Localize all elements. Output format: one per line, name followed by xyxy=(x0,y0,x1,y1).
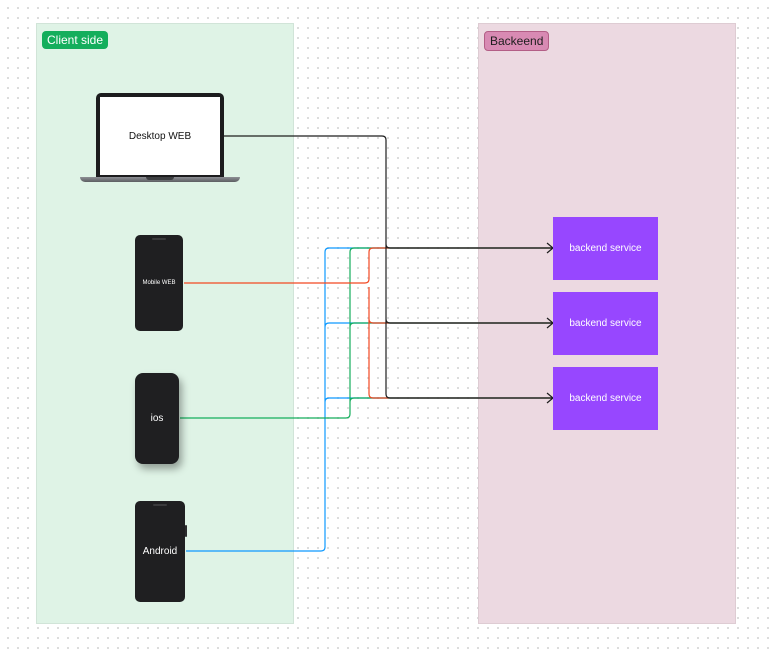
backend-service-1: backend service xyxy=(553,217,658,280)
laptop-screen-frame: Desktop WEB xyxy=(96,93,224,177)
phone-speaker xyxy=(153,504,167,506)
client-side-label: Client side xyxy=(42,31,109,49)
desktop-web-label: Desktop WEB xyxy=(100,97,220,175)
backend-service-2: backend service xyxy=(553,292,658,355)
laptop-notch xyxy=(146,177,174,180)
phone-speaker xyxy=(152,238,166,240)
phone-side-button xyxy=(185,525,187,537)
laptop-icon: Desktop WEB xyxy=(80,93,240,186)
ios-label: ios xyxy=(150,413,164,424)
phone-icon-android: Android xyxy=(135,501,187,602)
phone-icon-ios: ios xyxy=(135,373,179,464)
android-label: Android xyxy=(142,546,178,557)
phone-icon-mobile-web: Mobile WEB xyxy=(135,235,183,331)
backend-service-3: backend service xyxy=(553,367,658,430)
backend-label: Backeend xyxy=(484,31,550,51)
mobile-web-label: Mobile WEB xyxy=(142,280,176,286)
